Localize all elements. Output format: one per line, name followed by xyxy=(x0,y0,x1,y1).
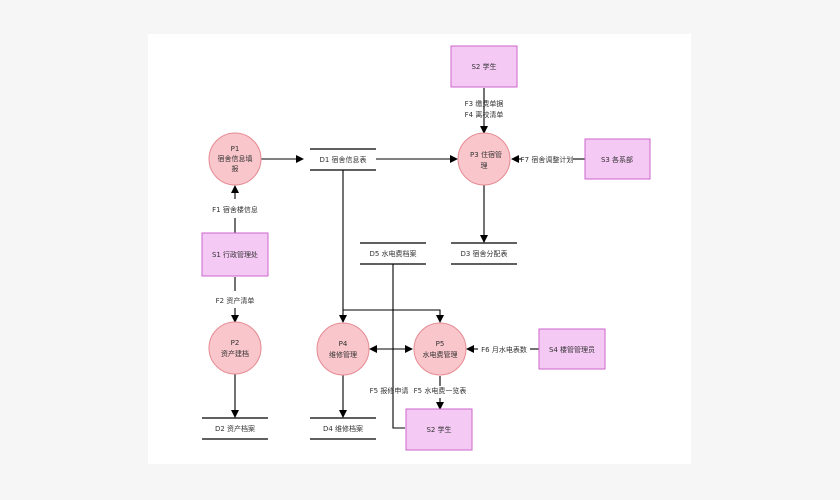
process-p2-line1: 资产建档 xyxy=(221,349,249,358)
flow-label-f7: F7 宿舍调整计划 xyxy=(521,155,574,164)
flow-d1-to-p5 xyxy=(343,309,444,323)
flow-label-f3: F3 缴费单据 xyxy=(465,99,504,108)
external-s1-label: S1 行政管理处 xyxy=(212,250,258,259)
external-s2-top-label: S2 学生 xyxy=(471,62,496,71)
store-d4-label: D4 维修档案 xyxy=(323,424,363,433)
external-s3-label: S3 各系部 xyxy=(601,155,633,164)
store-d1: D1 宿舍信息表 xyxy=(310,148,376,171)
store-d4: D4 维修档案 xyxy=(310,417,376,440)
external-s2-bottom-label: S2 学生 xyxy=(426,425,451,434)
external-s4-label: S4 楼管管理员 xyxy=(549,345,595,354)
process-p3: P3 住宿管 理 xyxy=(457,132,511,186)
flow-label-f5b: F5 水电费一览表 xyxy=(414,386,467,395)
store-d3: D3 宿舍分配表 xyxy=(451,242,517,265)
process-p3-line1: 理 xyxy=(481,162,488,170)
process-p2: P2 资产建档 xyxy=(208,321,262,375)
process-p1-line1: 宿舍信息填 xyxy=(218,154,253,163)
external-s2-top: S2 学生 xyxy=(450,45,518,88)
store-d5: D5 水电费档案 xyxy=(360,242,426,265)
process-p1-line2: 报 xyxy=(232,164,239,173)
store-d2: D2 资产档案 xyxy=(202,417,268,440)
external-s1: S1 行政管理处 xyxy=(201,232,269,277)
flow-d5-to-s2 xyxy=(392,264,405,429)
process-p5-id: P5 xyxy=(436,340,445,348)
process-p4-id: P4 xyxy=(339,340,348,348)
data-flow-diagram: F1 宿舍楼信息 F2 资产清单 F3 缴费单据 F4 离校清单 F7 宿舍调整… xyxy=(201,45,651,451)
process-p4-line1: 维修管理 xyxy=(329,350,357,359)
diagram-canvas: F1 宿舍楼信息 F2 资产清单 F3 缴费单据 F4 离校清单 F7 宿舍调整… xyxy=(148,34,691,464)
store-d3-label: D3 宿舍分配表 xyxy=(460,249,507,258)
external-s2-bottom: S2 学生 xyxy=(405,408,473,451)
flow-label-f1: F1 宿舍楼信息 xyxy=(212,205,258,214)
process-p3-id: P3 住宿管 xyxy=(470,150,502,159)
flow-label-f5a: F5 报修申请 xyxy=(370,386,409,395)
process-p1-id: P1 xyxy=(231,145,240,153)
store-d1-label: D1 宿舍信息表 xyxy=(319,155,366,164)
flow-label-f6: F6 月水电表数 xyxy=(481,345,527,354)
process-p2-id: P2 xyxy=(231,339,240,347)
process-p1: P1 宿舍信息填 报 xyxy=(208,132,262,186)
flow-label-f2: F2 资产清单 xyxy=(216,296,255,305)
process-p5-line1: 水电费管理 xyxy=(423,350,458,359)
store-d5-label: D5 水电费档案 xyxy=(369,249,416,258)
process-p4: P4 维修管理 xyxy=(316,322,370,376)
external-s3: S3 各系部 xyxy=(584,138,651,180)
store-d2-label: D2 资产档案 xyxy=(215,424,255,433)
external-s4: S4 楼管管理员 xyxy=(538,328,606,370)
flow-label-f4: F4 离校清单 xyxy=(465,110,504,119)
process-p5: P5 水电费管理 xyxy=(413,322,467,376)
